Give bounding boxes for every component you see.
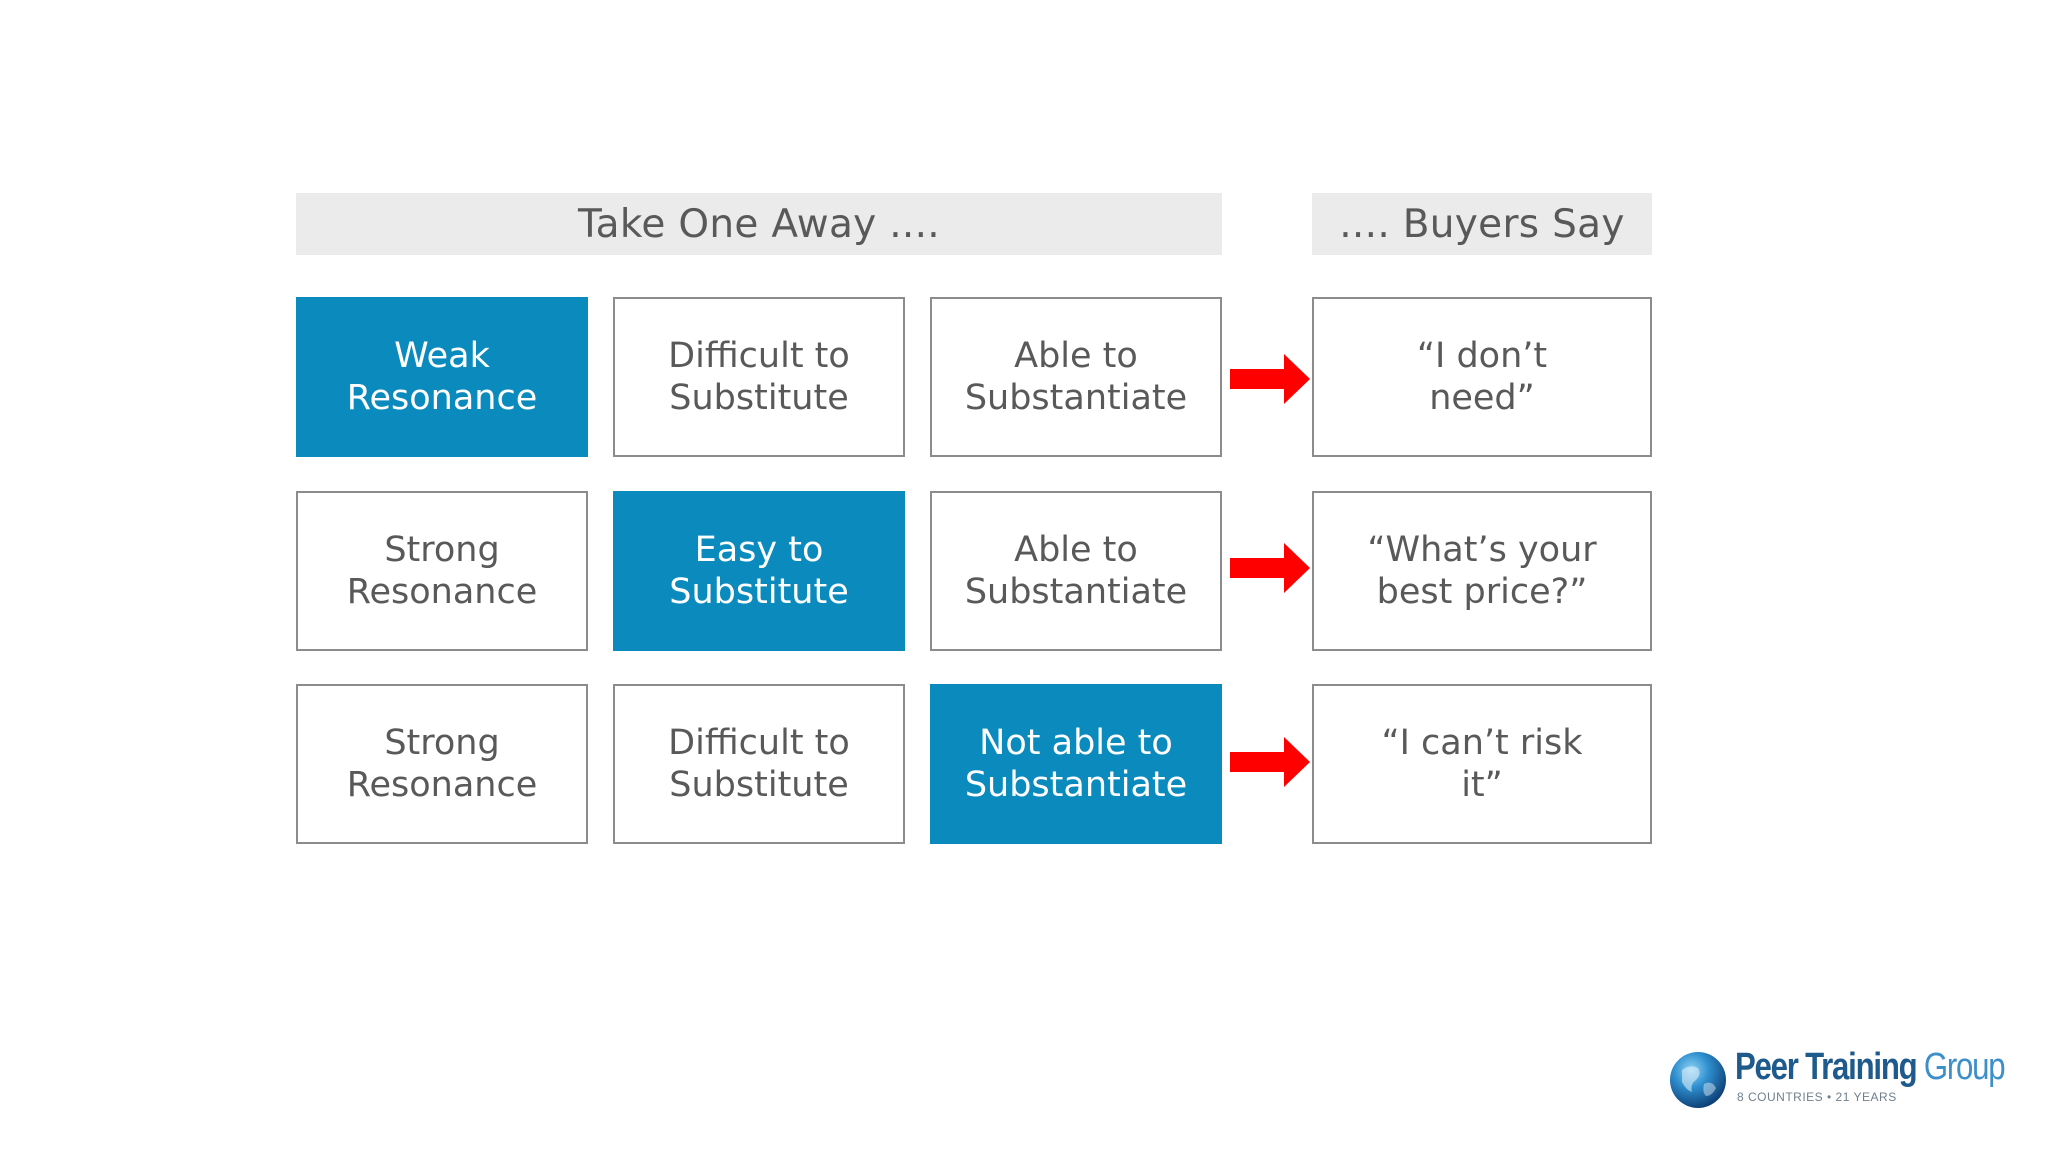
logo-brand-secondary: Group bbox=[1923, 1046, 2006, 1088]
row1-arrow-shape bbox=[1230, 354, 1310, 404]
row1-cell3: Able to Substantiate bbox=[930, 297, 1222, 457]
row1-quote: “I don’t need” bbox=[1312, 297, 1652, 457]
row2-arrow-icon bbox=[1230, 543, 1310, 593]
row3-cell2: Difficult to Substitute bbox=[613, 684, 905, 844]
globe-icon bbox=[1670, 1052, 1726, 1108]
header-buyers-say: .... Buyers Say bbox=[1312, 193, 1652, 255]
row2-cell2: Easy to Substitute bbox=[613, 491, 905, 651]
row2-quote: “What’s your best price?” bbox=[1312, 491, 1652, 651]
row3-cell1: Strong Resonance bbox=[296, 684, 588, 844]
row2-arrow-shape bbox=[1230, 543, 1310, 593]
row3-quote: “I can’t risk it” bbox=[1312, 684, 1652, 844]
row1-cell1: Weak Resonance bbox=[296, 297, 588, 457]
logo-wordmark: Peer Training Group bbox=[1735, 1046, 2006, 1089]
row3-arrow-icon bbox=[1230, 737, 1310, 787]
row2-cell3: Able to Substantiate bbox=[930, 491, 1222, 651]
header-take-one-away: Take One Away .... bbox=[296, 193, 1222, 255]
peer-training-group-logo: Peer Training Group 8 COUNTRIES • 21 YEA… bbox=[1668, 1046, 2006, 1116]
row1-cell2: Difficult to Substitute bbox=[613, 297, 905, 457]
row3-arrow-shape bbox=[1230, 737, 1310, 787]
logo-tagline: 8 COUNTRIES • 21 YEARS bbox=[1737, 1090, 1897, 1104]
logo-brand-primary: Peer Training bbox=[1735, 1046, 1918, 1088]
row1-arrow-icon bbox=[1230, 354, 1310, 404]
row2-cell1: Strong Resonance bbox=[296, 491, 588, 651]
row3-cell3: Not able to Substantiate bbox=[930, 684, 1222, 844]
